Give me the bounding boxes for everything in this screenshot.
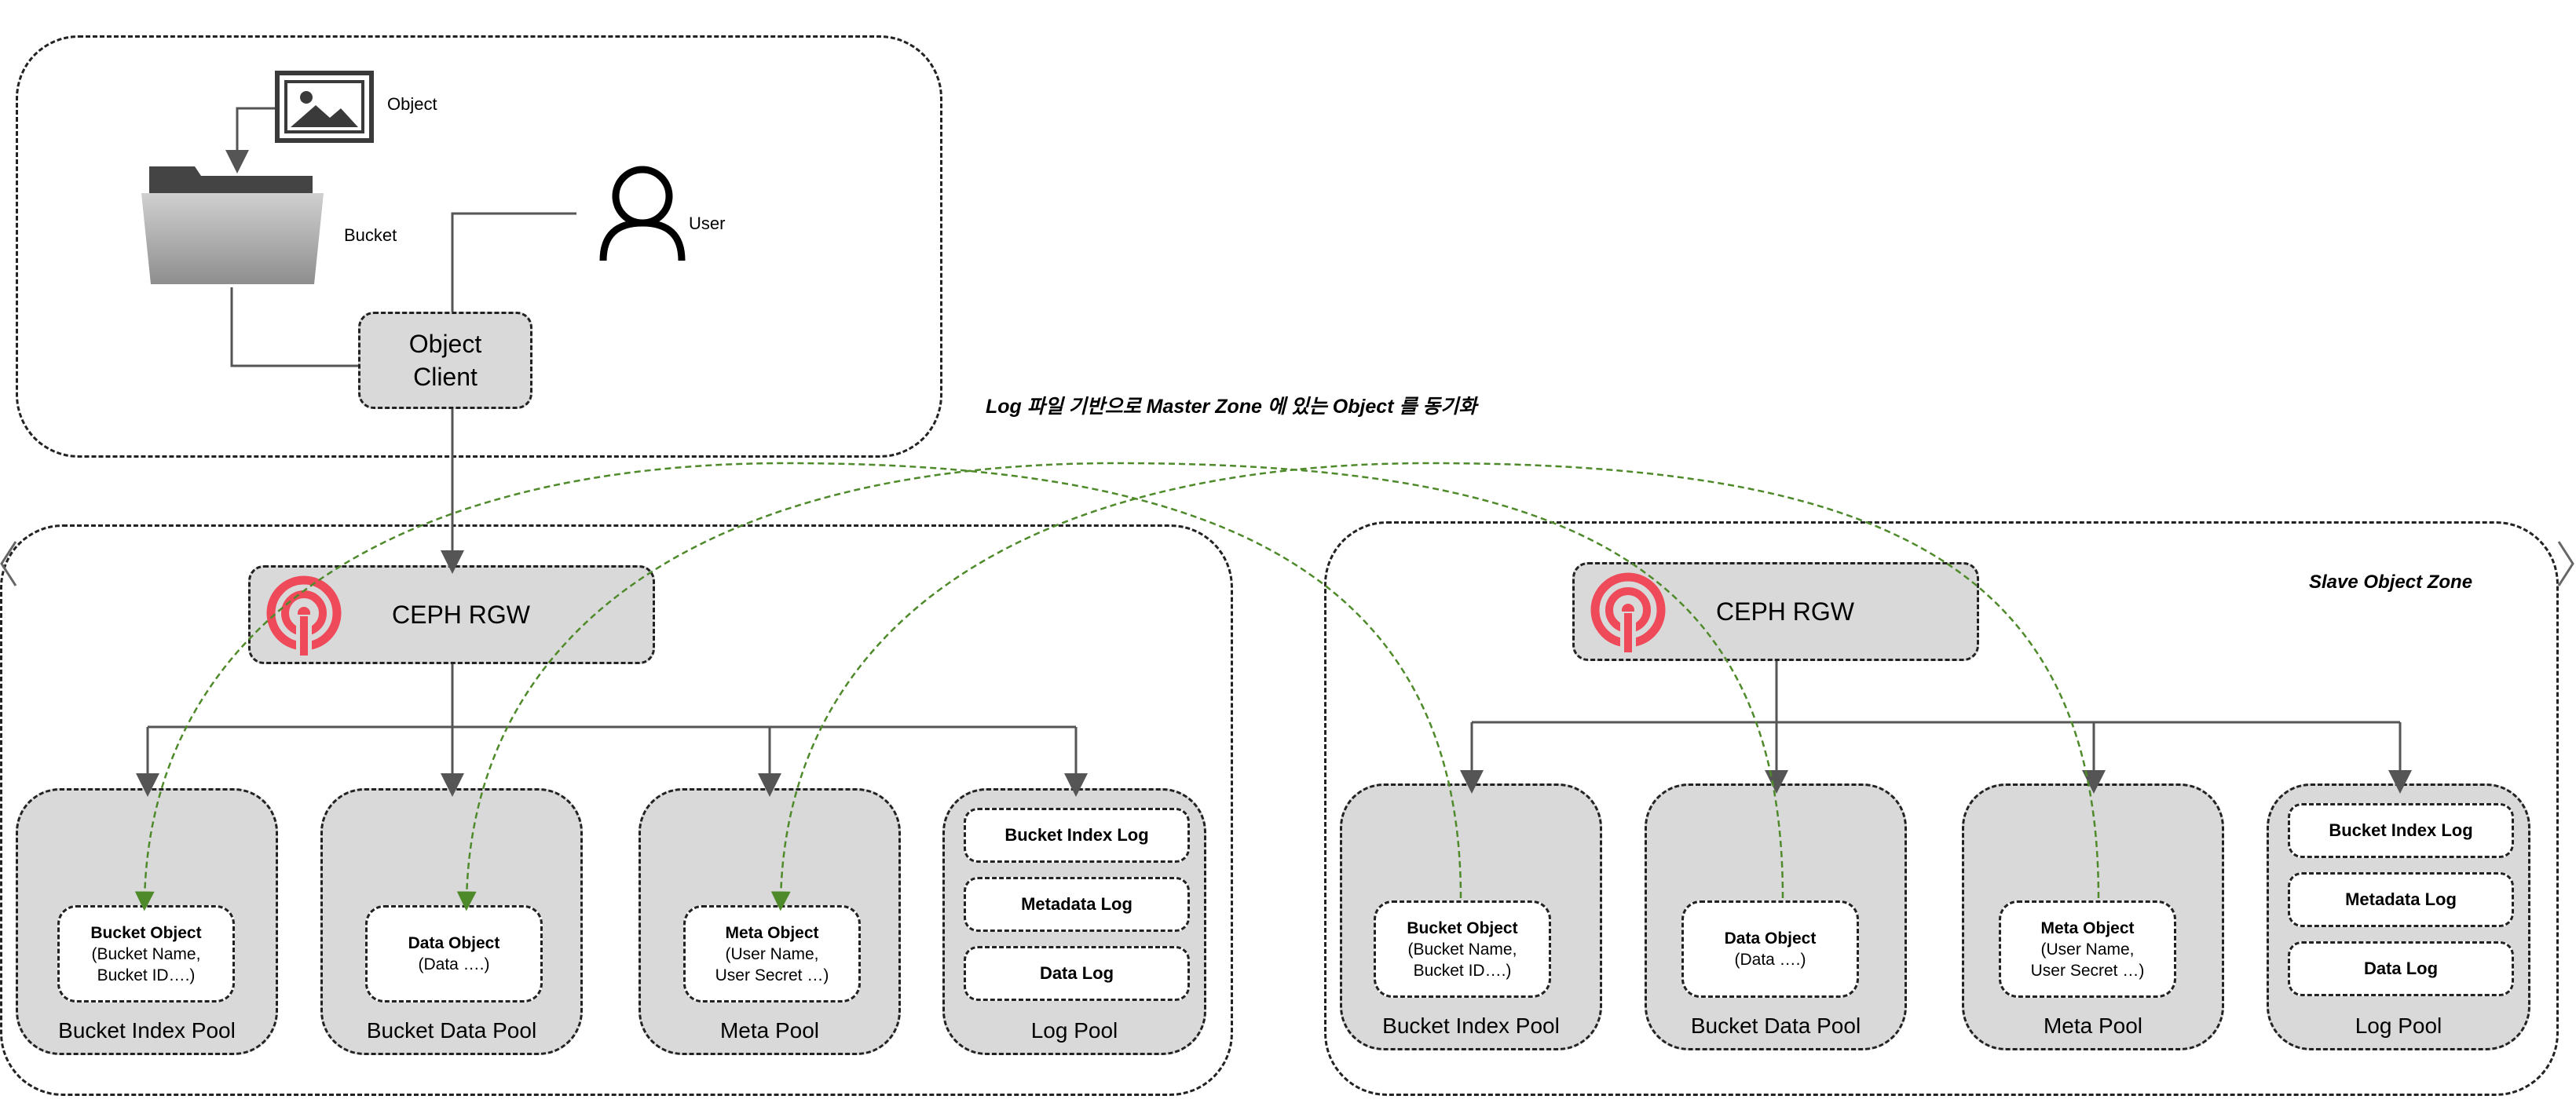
pool-label: Log Pool (1030, 1018, 1118, 1043)
master-meta-pool: Meta Object (User Name, User Secret …) M… (639, 788, 901, 1055)
bucket-label: Bucket (344, 225, 397, 245)
slave-bucket-data-pool: Data Object (Data ….) Bucket Data Pool (1645, 783, 1907, 1050)
pool-label: Bucket Data Pool (1690, 1014, 1861, 1038)
master-bucket-index-pool: Bucket Object (Bucket Name, Bucket ID….)… (16, 788, 278, 1055)
object-line: (User Name, (2040, 940, 2135, 959)
master-metadata-log: Metadata Log (964, 877, 1190, 932)
pool-label: Meta Pool (719, 1018, 820, 1043)
master-bucket-index-log: Bucket Index Log (964, 808, 1190, 863)
folder-icon (140, 163, 325, 287)
image-icon (275, 71, 374, 143)
client-line-1: Object (408, 330, 482, 358)
object-title: Meta Object (2040, 919, 2135, 937)
ceph-logo-icon (263, 575, 345, 657)
client-line-2: Client (413, 363, 478, 391)
user-icon (598, 165, 686, 262)
object-title: Bucket Object (90, 923, 202, 942)
master-rgw-label: CEPH RGW (392, 600, 530, 629)
pool-label: Log Pool (2355, 1014, 2442, 1038)
object-line: (User Name, (725, 944, 819, 963)
object-line: Bucket ID….) (1413, 961, 1512, 980)
client-zone (16, 35, 942, 458)
master-meta-object: Meta Object (User Name, User Secret …) (683, 905, 861, 1003)
master-bucket-data-pool: Data Object (Data ….) Bucket Data Pool (320, 788, 583, 1055)
slave-zone-title: Slave Object Zone (2309, 572, 2473, 593)
pool-label: Bucket Index Pool (58, 1018, 236, 1043)
object-title: Bucket Object (1407, 919, 1518, 937)
object-client-box: Object Client (358, 312, 532, 409)
slave-rgw-label: CEPH RGW (1716, 597, 1854, 626)
pool-label: Meta Pool (2043, 1014, 2143, 1038)
object-line: Bucket ID….) (97, 966, 196, 984)
object-title: Data Object (1724, 930, 1817, 948)
slave-bucket-index-pool: Bucket Object (Bucket Name, Bucket ID….)… (1340, 783, 1602, 1050)
object-title: Meta Object (725, 923, 819, 942)
slave-bucket-object: Bucket Object (Bucket Name, Bucket ID….) (1374, 900, 1551, 998)
sync-note: Log 파일 기반으로 Master Zone 에 있는 Object 를 동기… (986, 396, 1477, 418)
slave-log-pool: Bucket Index Log Metadata Log Data Log L… (2267, 783, 2530, 1050)
master-log-pool: Bucket Index Log Metadata Log Data Log L… (942, 788, 1206, 1055)
master-bucket-object: Bucket Object (Bucket Name, Bucket ID….) (57, 905, 235, 1003)
object-label: Object (387, 94, 437, 114)
slave-data-object: Data Object (Data ….) (1681, 900, 1859, 998)
slave-meta-pool: Meta Object (User Name, User Secret …) M… (1962, 783, 2224, 1050)
ceph-logo-icon (1587, 572, 1669, 654)
chevron-right-icon (2557, 541, 2574, 586)
master-rgw-box: CEPH RGW (248, 565, 655, 664)
slave-metadata-log: Metadata Log (2288, 872, 2514, 927)
object-line: (Bucket Name, (91, 944, 201, 963)
object-line: User Secret …) (2030, 961, 2145, 980)
slave-data-log: Data Log (2288, 941, 2514, 996)
pool-label: Bucket Data Pool (366, 1018, 537, 1043)
object-line: User Secret …) (715, 966, 829, 984)
master-data-log: Data Log (964, 946, 1190, 1001)
object-line: (Bucket Name, (1407, 940, 1517, 959)
master-data-object: Data Object (Data ….) (365, 905, 543, 1003)
slave-meta-object: Meta Object (User Name, User Secret …) (1999, 900, 2176, 998)
object-title: Data Object (408, 934, 500, 952)
slave-bucket-index-log: Bucket Index Log (2288, 803, 2514, 858)
slave-rgw-box: CEPH RGW (1572, 562, 1979, 661)
pool-label: Bucket Index Pool (1382, 1014, 1560, 1038)
user-label: User (689, 214, 726, 233)
object-line: (Data ….) (1734, 951, 1806, 969)
object-line: (Data ….) (418, 955, 490, 973)
